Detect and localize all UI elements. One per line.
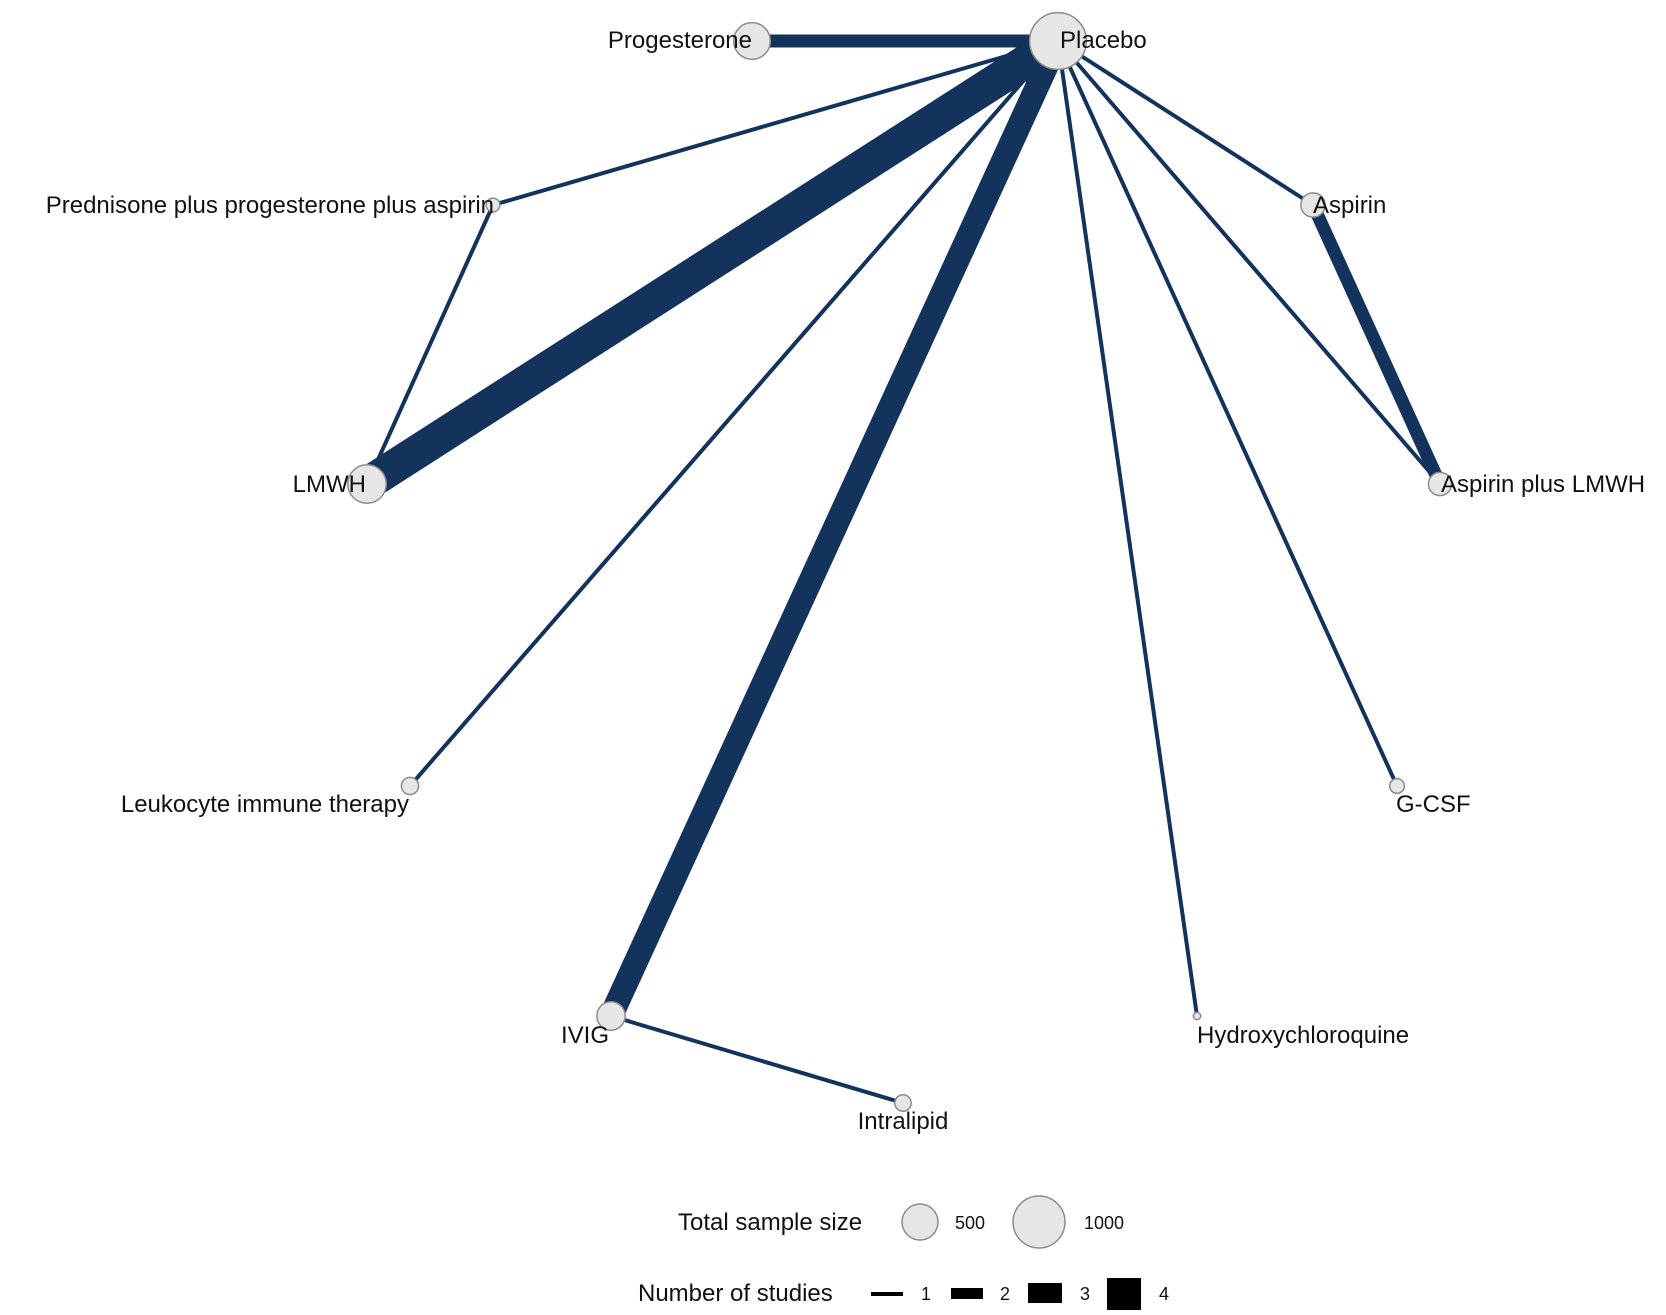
studies-key-3-label: 3 — [1080, 1284, 1090, 1304]
node-label-progesterone: Progesterone — [608, 27, 752, 54]
node-g-csf — [1388, 777, 1406, 795]
edge-placebo-aspirin — [1056, 39, 1315, 207]
node-label-g-csf: G-CSF — [1396, 791, 1471, 818]
sample-size-key-500-label: 500 — [955, 1213, 985, 1233]
nodes-layer — [347, 11, 1453, 1112]
node-aspirin-plus-lmwh — [1427, 471, 1453, 497]
studies-key-1-label: 1 — [921, 1284, 931, 1304]
edge-ivig-intralipid — [610, 1014, 904, 1105]
edge-placebo-leukocyte-immune-therapy — [408, 39, 1060, 788]
studies-key-3 — [1028, 1283, 1062, 1303]
node-aspirin — [1300, 192, 1326, 218]
studies-key-4 — [1107, 1278, 1141, 1310]
node-label-hydroxychloroquine: Hydroxychloroquine — [1197, 1022, 1409, 1049]
studies-legend: Number of studies 1 2 3 4 — [638, 1278, 1169, 1310]
node-label-lmwh: LMWH — [293, 471, 366, 498]
edges-layer — [357, 26, 1446, 1105]
node-ivig — [596, 1001, 626, 1031]
studies-key-1 — [871, 1292, 903, 1296]
node-placebo — [1028, 11, 1088, 71]
studies-legend-title: Number of studies — [638, 1280, 833, 1307]
edge-placebo-g-csf — [1056, 40, 1399, 787]
node-label-ivig: IVIG — [561, 1022, 609, 1049]
sample-size-key-1000 — [1012, 1195, 1066, 1249]
studies-key-2-label: 2 — [1000, 1284, 1010, 1304]
edge-placebo-aspirin-plus-lmwh — [1056, 39, 1442, 486]
node-prednisone-progesterone-aspirin — [485, 197, 501, 213]
edge-aspirin-aspirin-plus-lmwh — [1307, 202, 1446, 487]
edge-placebo-ivig — [600, 35, 1069, 1022]
node-hydroxychloroquine — [1192, 1011, 1202, 1021]
sample-size-legend: Total sample size 500 1000 — [678, 1195, 1124, 1249]
node-label-prednisone-progesterone-aspirin: Prednisone plus progesterone plus aspiri… — [46, 192, 494, 219]
node-label-placebo: Placebo — [1060, 27, 1147, 54]
sample-size-legend-title: Total sample size — [678, 1209, 862, 1236]
sample-size-key-500 — [901, 1203, 939, 1241]
node-lmwh — [347, 464, 387, 504]
node-intralipid — [894, 1094, 912, 1112]
node-label-intralipid: Intralipid — [858, 1108, 949, 1135]
studies-key-4-label: 4 — [1159, 1284, 1169, 1304]
sample-size-key-1000-label: 1000 — [1084, 1213, 1124, 1233]
node-label-leukocyte-immune-therapy: Leukocyte immune therapy — [121, 791, 409, 818]
node-label-aspirin-plus-lmwh: Aspirin plus LMWH — [1441, 471, 1645, 498]
legend: Total sample size 500 1000 Number of stu… — [638, 1195, 1169, 1310]
node-leukocyte-immune-therapy — [400, 776, 420, 796]
edge-placebo-prednisone-progesterone-aspirin — [492, 39, 1059, 207]
node-label-aspirin: Aspirin — [1313, 192, 1386, 219]
studies-key-2 — [951, 1288, 983, 1299]
edge-prednisone-progesterone-aspirin-lmwh — [365, 204, 495, 485]
node-progesterone — [732, 21, 772, 61]
edge-placebo-lmwh — [357, 26, 1068, 499]
edge-placebo-hydroxychloroquine — [1056, 40, 1199, 1017]
